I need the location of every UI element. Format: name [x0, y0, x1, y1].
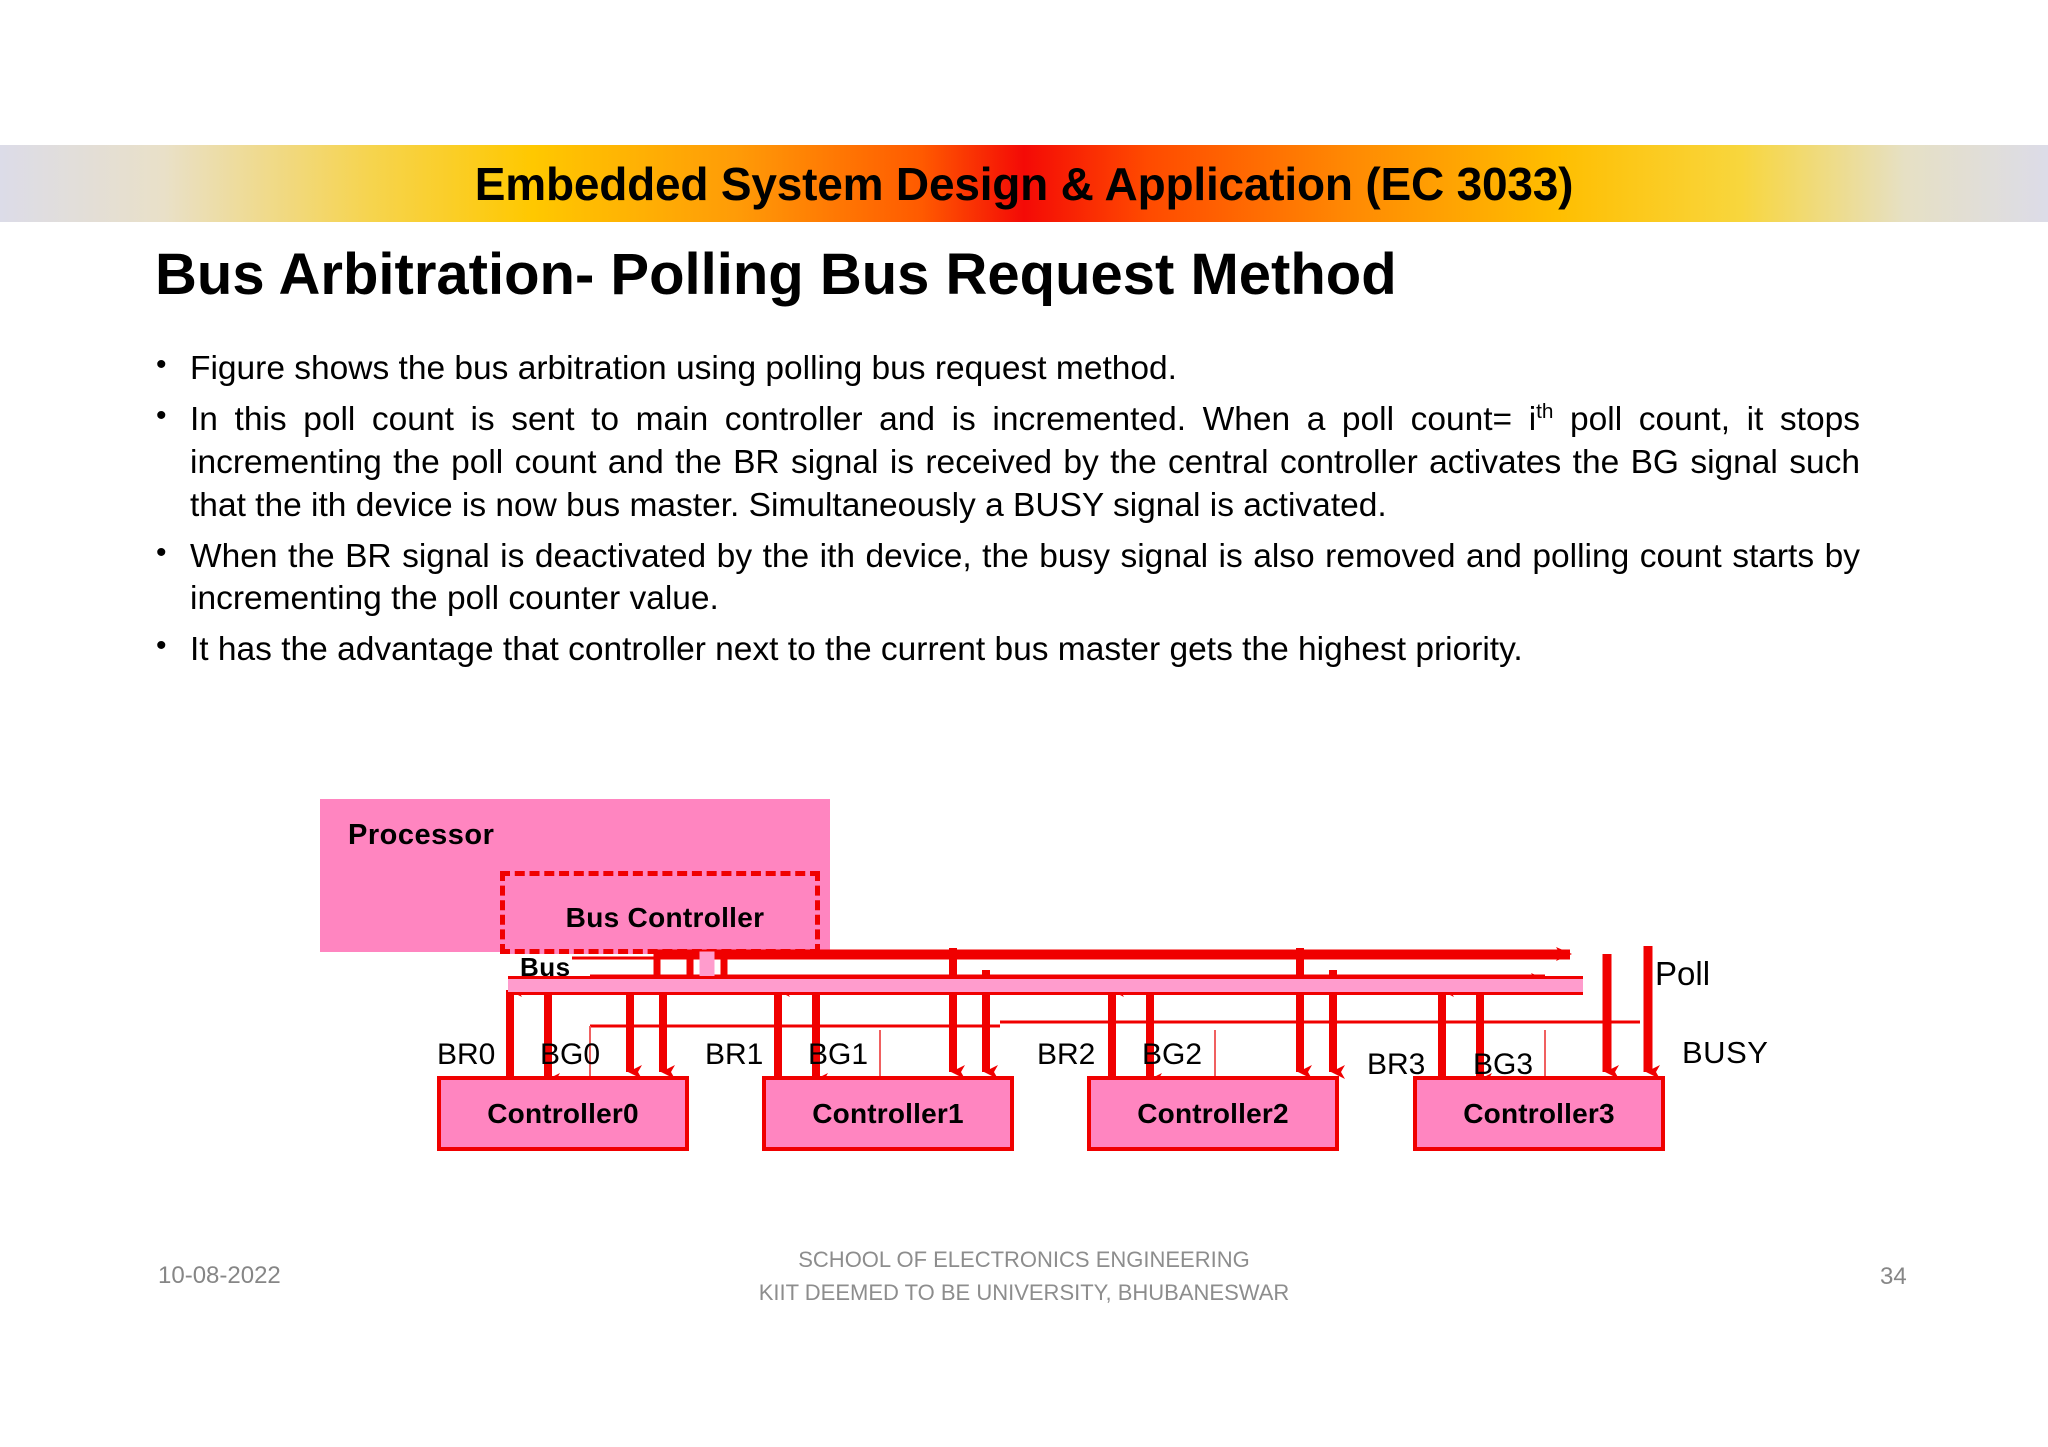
bus-controller-label: Bus Controller: [565, 901, 765, 933]
controller-label-0: Controller0: [487, 1097, 639, 1129]
controller-box-0: Controller0: [437, 1076, 689, 1151]
bus-bar: [508, 976, 1583, 995]
list-item: Figure shows the bus arbitration using p…: [148, 346, 1860, 391]
bullet-text-cont: poll count, it stops incrementing the po…: [190, 400, 1860, 524]
bus-arbitration-diagram: Processor Bus Controller Bus: [0, 780, 2048, 1220]
bus-controller-block: Bus Controller: [500, 871, 820, 954]
course-title: Embedded System Design & Application (EC…: [474, 157, 1574, 210]
signal-label-br2: BR2: [1037, 1038, 1096, 1071]
signal-label-bg2: BG2: [1142, 1038, 1203, 1071]
bullet-list: Figure shows the bus arbitration using p…: [148, 346, 1860, 672]
signal-label-busy: BUSY: [1682, 1035, 1769, 1070]
controller-label-1: Controller1: [812, 1097, 964, 1129]
controller-box-1: Controller1: [762, 1076, 1014, 1151]
bullet-text: Figure shows the bus arbitration using p…: [190, 350, 1177, 387]
signal-label-bg0: BG0: [540, 1038, 601, 1071]
footer-organization: SCHOOL OF ELECTRONICS ENGINEERING KIIT D…: [0, 1243, 2048, 1309]
page-title: Bus Arbitration- Polling Bus Request Met…: [155, 242, 1397, 307]
list-item: In this poll count is sent to main contr…: [148, 397, 1860, 528]
signal-label-br0: BR0: [437, 1038, 496, 1071]
header-banner: Embedded System Design & Application (EC…: [0, 145, 2048, 222]
list-item: It has the advantage that controller nex…: [148, 627, 1860, 672]
signal-label-br3: BR3: [1367, 1048, 1426, 1081]
controller-box-2: Controller2: [1087, 1076, 1339, 1151]
controller-label-3: Controller3: [1463, 1097, 1615, 1129]
signal-label-bg1: BG1: [808, 1038, 869, 1071]
signal-label-br1: BR1: [705, 1038, 764, 1071]
footer-org-line2: KIIT DEEMED TO BE UNIVERSITY, BHUBANESWA…: [758, 1280, 1290, 1305]
page-number: 34: [1880, 1263, 1907, 1290]
processor-label: Processor: [348, 819, 495, 851]
bullet-text: In this poll count is sent to main contr…: [190, 400, 1537, 438]
bullet-text: When the BR signal is deactivated by the…: [190, 537, 1860, 618]
diagram-wiring: [506, 946, 1660, 1087]
controller-label-2: Controller2: [1137, 1097, 1289, 1129]
list-item: When the BR signal is deactivated by the…: [148, 534, 1860, 622]
signal-label-poll: Poll: [1655, 955, 1711, 992]
superscript-th: th: [1536, 399, 1554, 423]
bullet-text: It has the advantage that controller nex…: [190, 631, 1523, 669]
controller-box-3: Controller3: [1413, 1076, 1665, 1151]
signal-label-bg3: BG3: [1473, 1048, 1534, 1081]
footer-org-line1: SCHOOL OF ELECTRONICS ENGINEERING: [798, 1247, 1250, 1272]
footer-date: 10-08-2022: [158, 1262, 281, 1289]
